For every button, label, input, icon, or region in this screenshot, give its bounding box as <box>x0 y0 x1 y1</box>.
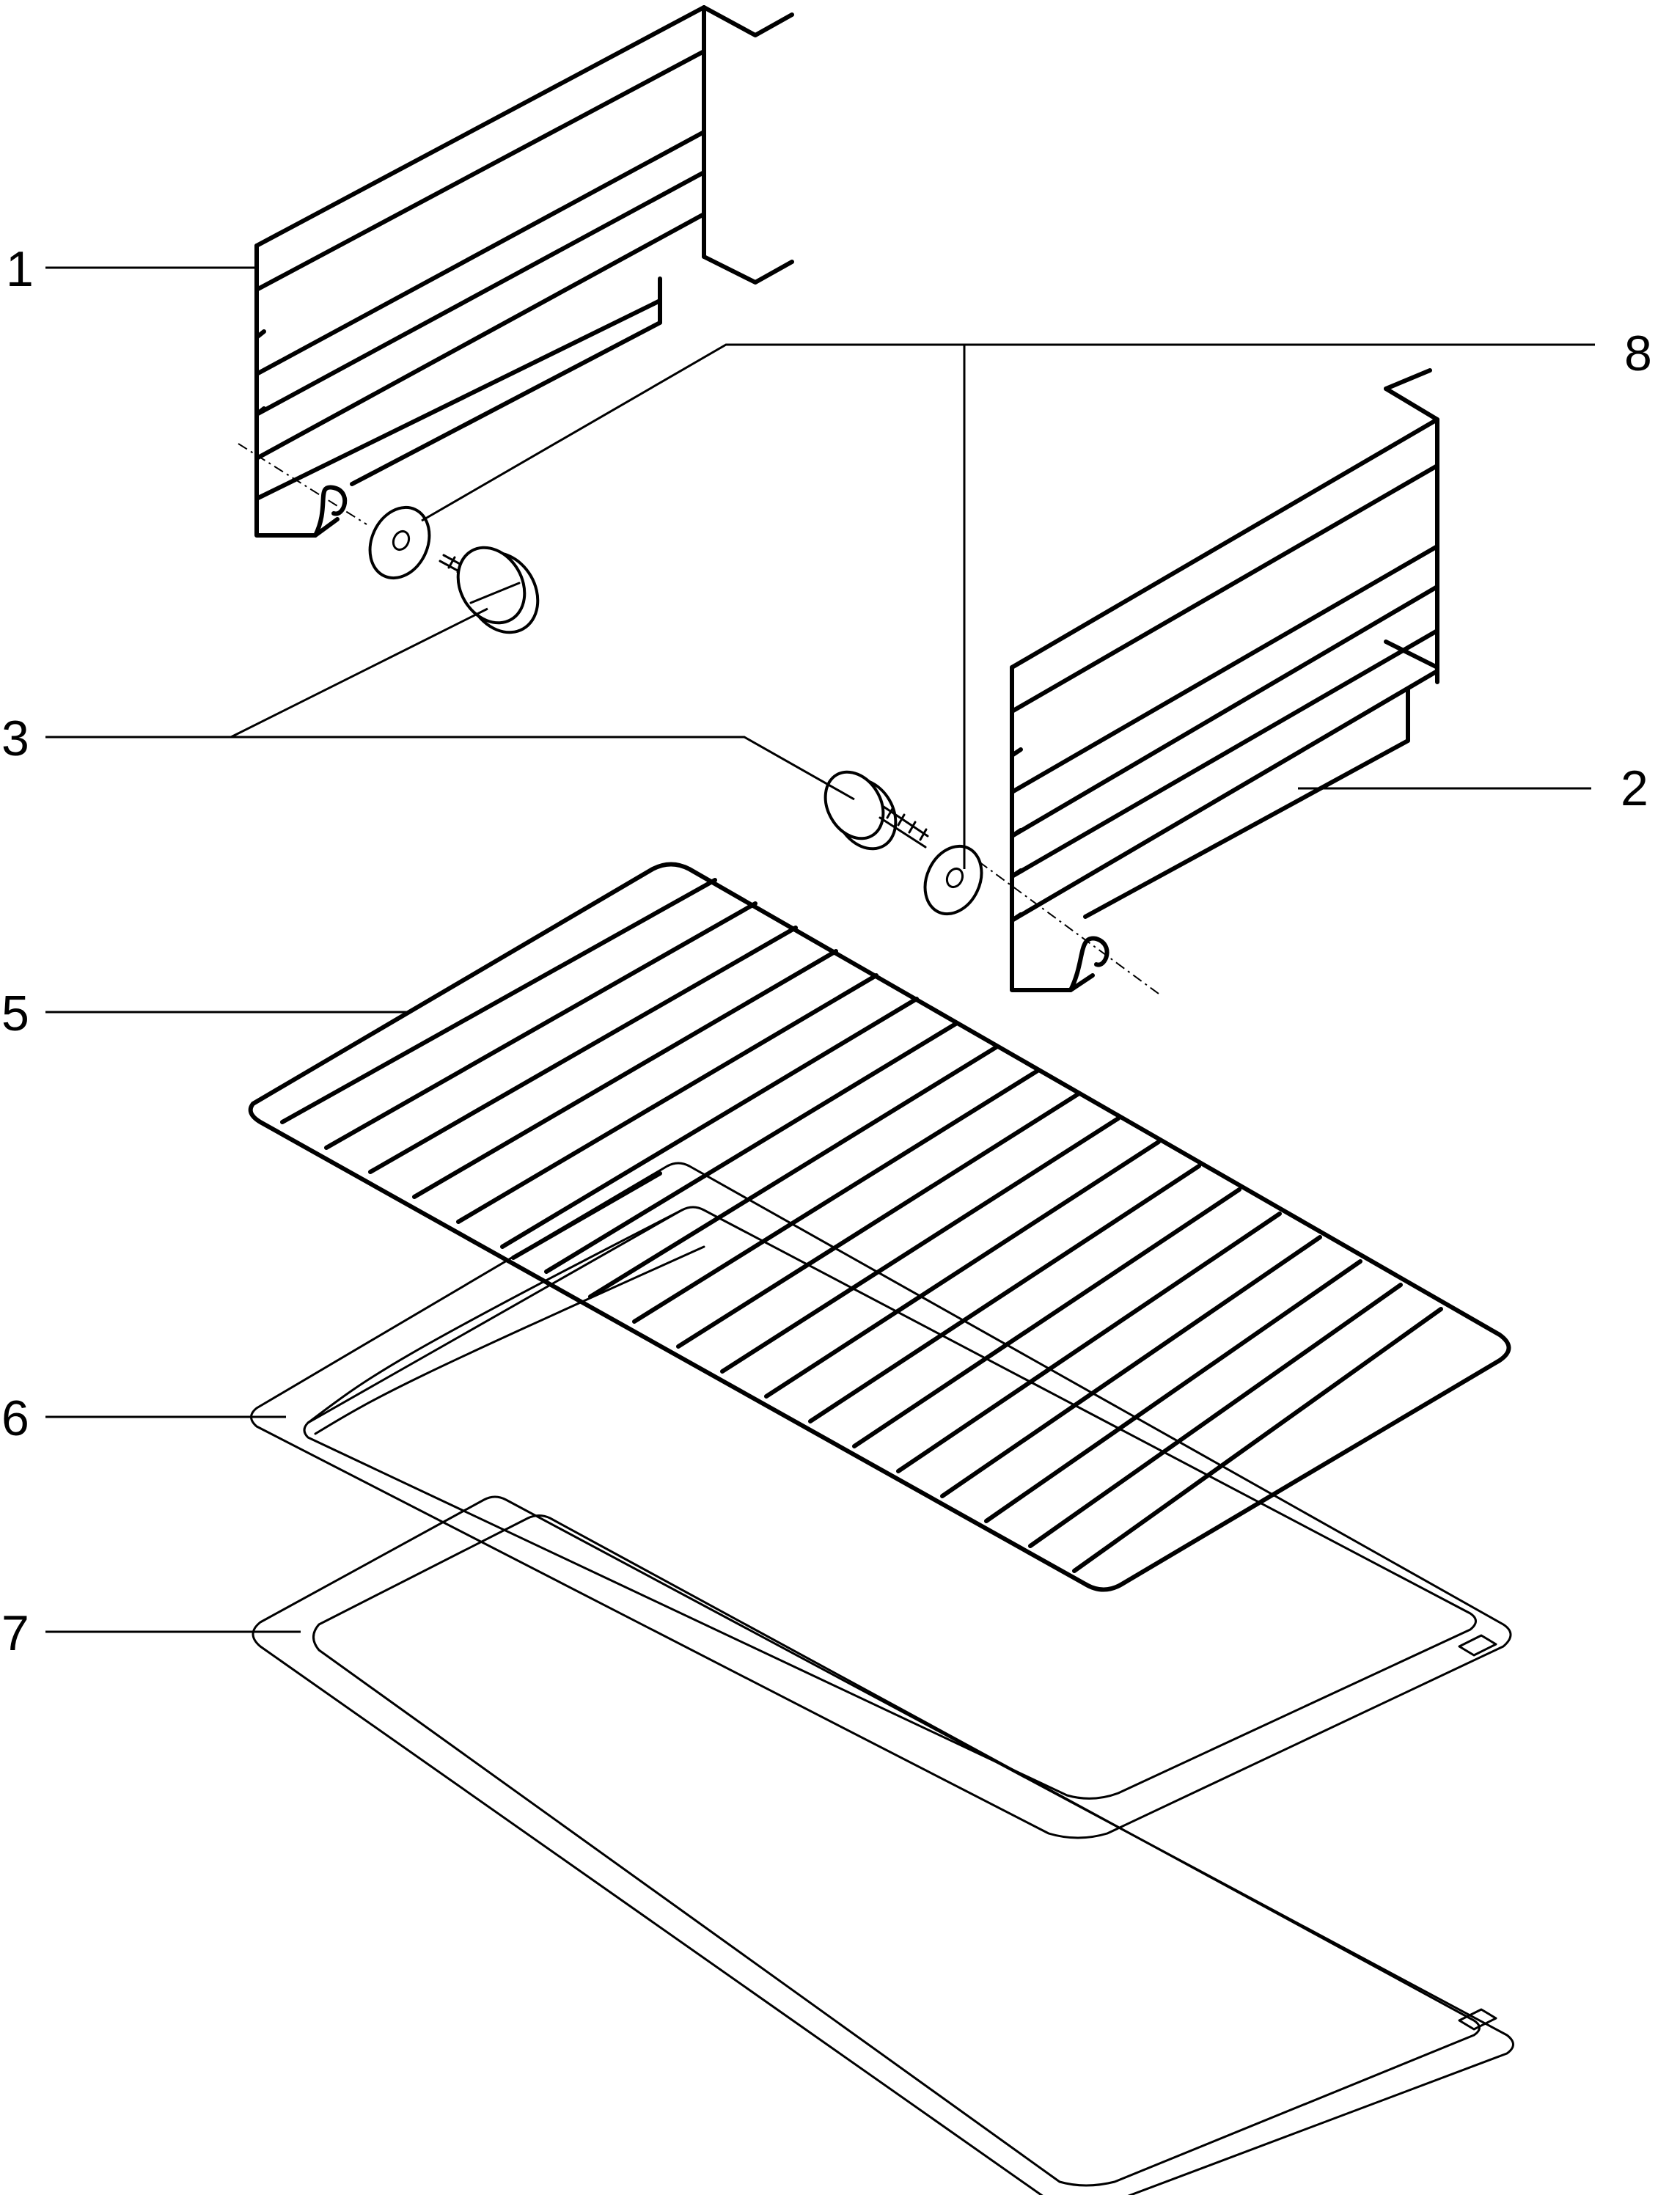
callout-7: 7 <box>1 1605 29 1661</box>
part-6-baking-tray <box>250 1162 1512 1839</box>
part-8-washer-right <box>923 844 983 916</box>
part-3-screw-left <box>439 546 540 634</box>
axis-line-right <box>978 861 1159 994</box>
callout-6: 6 <box>1 1390 29 1446</box>
axis-line-left <box>238 443 367 525</box>
callout-2: 2 <box>1621 761 1648 816</box>
part-2-right-shelf-support <box>1010 368 1439 992</box>
part-3-screw-right <box>824 770 929 851</box>
callout-5: 5 <box>1 986 29 1041</box>
part-1-left-shelf-support <box>254 5 794 538</box>
part-5-wire-shelf <box>248 862 1511 1592</box>
leader-lines <box>45 266 1595 1633</box>
callout-3: 3 <box>1 711 29 766</box>
leader-3-branch <box>231 736 855 801</box>
part-8-washer-left <box>368 505 431 580</box>
part-7-bottom-tray <box>252 1495 1514 2195</box>
callout-1: 1 <box>6 241 34 297</box>
leader-8 <box>421 343 1595 522</box>
callout-8: 8 <box>1624 326 1652 381</box>
leader-3 <box>45 607 488 739</box>
